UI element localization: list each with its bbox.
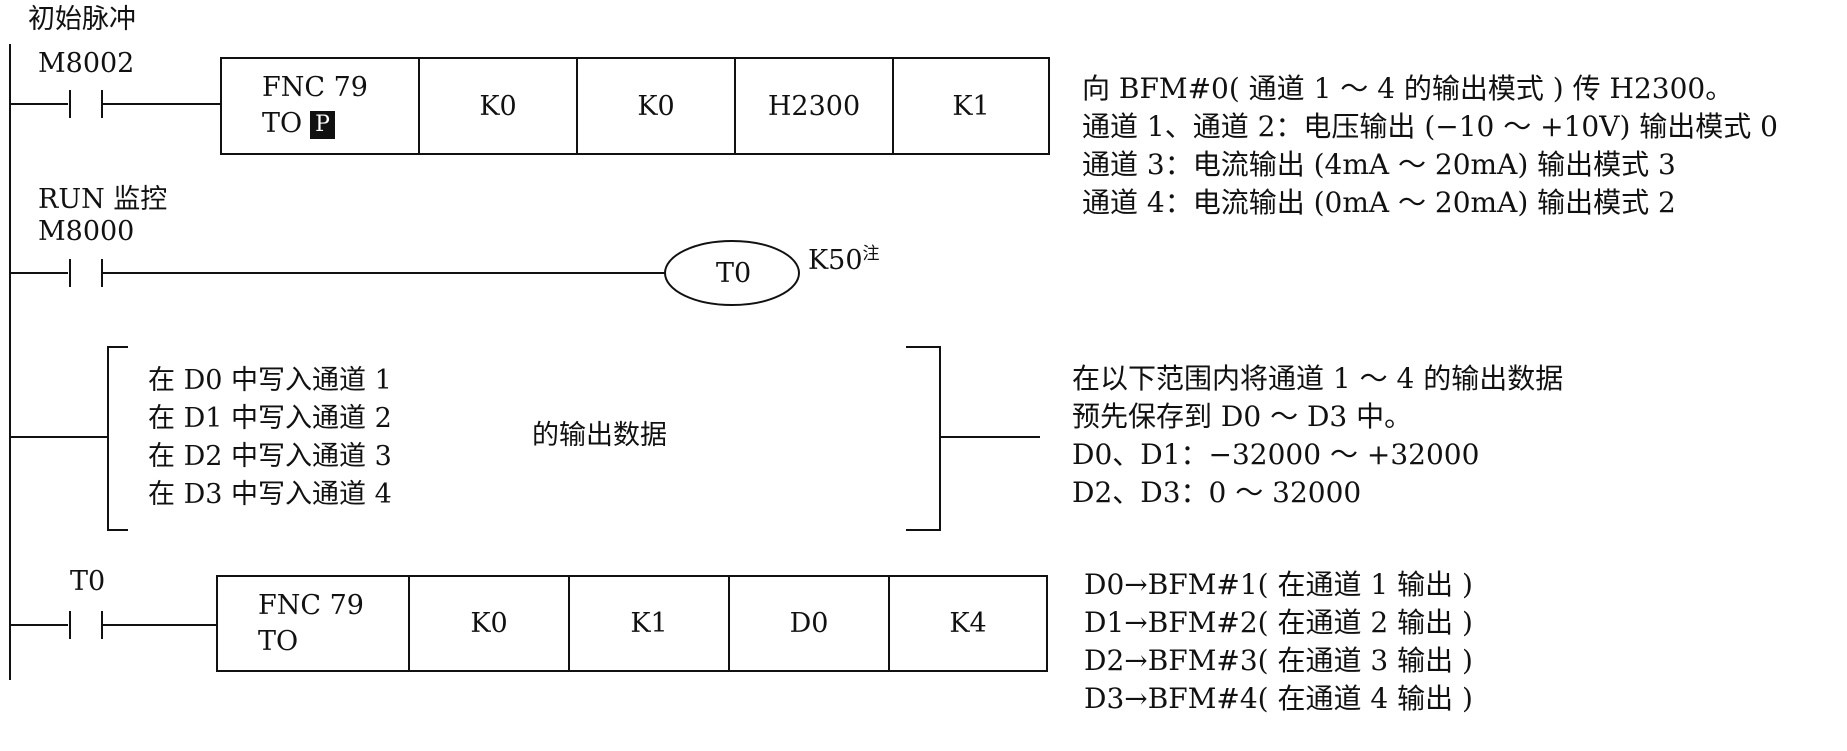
data-write-line: 在 D3 中写入通道 4: [148, 479, 392, 510]
comment-line: D3→BFM#4( 在通道 4 输出 ): [1084, 682, 1473, 715]
data-write-lines: 在 D0 中写入通道 1 在 D1 中写入通道 2 在 D2 中写入通道 3 在…: [148, 362, 392, 514]
timer-setting: K50注: [808, 244, 880, 276]
comment-line: D2、D3：0 ～ 32000: [1072, 476, 1362, 509]
operand-3: H2300: [734, 59, 892, 153]
data-write-line: 在 D0 中写入通道 1: [148, 365, 392, 396]
operand-1: K0: [408, 577, 568, 670]
instruction-op: TO: [258, 625, 299, 657]
comment-line: 通道 3：电流输出 (4mA ～ 20mA) 输出模式 3: [1082, 148, 1676, 181]
bracket-right: [906, 346, 941, 531]
contact-label-run-monitor: RUN 监控: [38, 184, 168, 215]
fnc-number: FNC 79: [262, 72, 368, 103]
data-write-suffix: 的输出数据: [532, 420, 667, 451]
operand-3: D0: [728, 577, 888, 670]
rung4-comment: D0→BFM#1( 在通道 1 输出 ) D1→BFM#2( 在通道 2 输出 …: [1084, 566, 1473, 718]
operand-2: K1: [568, 577, 728, 670]
operand-2: K0: [576, 59, 734, 153]
instruction-box-2: FNC 79 TO K0 K1 D0 K4: [216, 575, 1048, 672]
timer-setting-note: 注: [862, 244, 880, 264]
contact-label-t0: T0: [70, 566, 106, 597]
operand-4: K1: [892, 59, 1048, 153]
comment-line: 在以下范围内将通道 1 ～ 4 的输出数据: [1072, 362, 1564, 395]
comment-line: D2→BFM#3( 在通道 3 输出 ): [1084, 644, 1473, 677]
coil-t0: [664, 240, 800, 306]
comment-line: D0、D1：−32000 ～ +32000: [1072, 438, 1480, 471]
comment-line: D0→BFM#1( 在通道 1 输出 ): [1084, 568, 1473, 601]
comment-line: 通道 1、通道 2：电压输出 (−10 ～ +10V) 输出模式 0: [1082, 110, 1778, 143]
comment-line: 向 BFM#0( 通道 1 ～ 4 的输出模式 ) 传 H2300。: [1082, 72, 1734, 105]
timer-setting-value: K50: [808, 245, 863, 276]
contact-label-m8000: M8000: [38, 216, 135, 247]
bracket-left: [107, 346, 128, 531]
data-write-line: 在 D2 中写入通道 3: [148, 441, 392, 472]
instruction-op: TO: [262, 108, 303, 139]
operand-4: K4: [888, 577, 1046, 670]
rung1-comment: 向 BFM#0( 通道 1 ～ 4 的输出模式 ) 传 H2300。 通道 1、…: [1082, 70, 1778, 222]
comment-line: D1→BFM#2( 在通道 2 输出 ): [1084, 606, 1473, 639]
contact-label-m8002: M8002: [38, 48, 135, 79]
operand-1: K0: [418, 59, 576, 153]
data-write-line: 在 D1 中写入通道 2: [148, 403, 392, 434]
diagram-title: 初始脉冲: [28, 4, 136, 35]
comment-line: 预先保存到 D0 ～ D3 中。: [1072, 400, 1413, 433]
pulse-p-badge: P: [310, 110, 335, 139]
instruction-cell-2: FNC 79 TO: [218, 577, 408, 670]
fnc-number: FNC 79: [258, 589, 364, 621]
coil-label: T0: [716, 258, 752, 289]
comment-line: 通道 4：电流输出 (0mA ～ 20mA) 输出模式 2: [1082, 186, 1676, 219]
rung3-comment: 在以下范围内将通道 1 ～ 4 的输出数据 预先保存到 D0 ～ D3 中。 D…: [1072, 360, 1563, 512]
